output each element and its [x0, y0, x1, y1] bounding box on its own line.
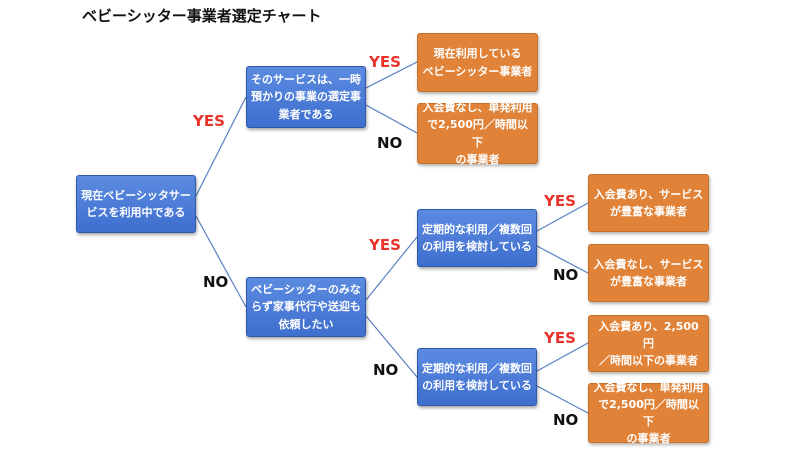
result-current-provider: 現在利用している ベビーシッター事業者: [417, 33, 538, 92]
question-babysitter-only-text: ベビーシッターのみな らず家事代行や送迎も 依頼したい: [251, 283, 361, 331]
label-no-q2: NO: [373, 361, 399, 379]
label-no-root: NO: [203, 273, 229, 291]
question-current-service: そのサービスは、一時 預かりの事業の選定事 業者である: [246, 66, 366, 128]
result-no-fee-single-2500-b: 入会費なし、単発利用 で2,500円／時間以下 の事業者: [588, 381, 709, 445]
connector-q1-to-r1: [365, 61, 418, 89]
result-current-provider-text: 現在利用している ベビーシッター事業者: [422, 47, 533, 78]
chart-title: ベビーシッター事業者選定チャート: [82, 7, 322, 25]
label-no-q4: NO: [553, 411, 579, 429]
connector-root-to-q2: [195, 215, 247, 308]
question-current-service-text: そのサービスは、一時 預かりの事業の選定事 業者である: [251, 73, 361, 121]
label-no-q3: NO: [553, 266, 579, 284]
label-yes-q4: YES: [544, 329, 576, 347]
result-fee-2500-per-hour: 入会費あり、2,500円 ／時間以下の事業者: [588, 315, 709, 372]
question-root: 現在ベビーシッタサー ビスを利用中である: [76, 175, 196, 233]
label-yes-q3: YES: [544, 192, 576, 210]
connector-q3-to-r4: [536, 245, 589, 274]
result-fee-rich-services-text: 入会費あり、サービス が豊富な事業者: [593, 187, 704, 218]
result-fee-rich-services: 入会費あり、サービス が豊富な事業者: [588, 174, 709, 232]
connector-root-to-q1: [195, 96, 247, 197]
question-regular-use-yes-branch: 定期的な利用／複数回 の利用を検討している: [417, 209, 537, 267]
question-regular-use-no-branch-text: 定期的な利用／複数回 の利用を検討している: [422, 361, 532, 392]
result-no-fee-rich-services-text: 入会費なし、サービス が豊富な事業者: [593, 257, 704, 288]
result-no-fee-rich-services: 入会費なし、サービス が豊富な事業者: [588, 244, 709, 302]
connector-q1-to-r2: [365, 104, 418, 134]
connector-q3-to-r3: [536, 202, 589, 232]
connector-q4-to-r6: [536, 385, 589, 414]
connector-q4-to-r5: [536, 342, 589, 372]
result-no-fee-single-2500-b-text: 入会費なし、単発利用 で2,500円／時間以下 の事業者: [593, 380, 704, 446]
label-yes-q2: YES: [369, 236, 401, 254]
result-no-fee-single-2500: 入会費なし、単発利用 で2,500円／時間以下 の事業者: [417, 101, 538, 166]
question-root-text: 現在ベビーシッタサー ビスを利用中である: [81, 188, 191, 219]
label-yes-root: YES: [193, 112, 225, 130]
question-regular-use-yes-branch-text: 定期的な利用／複数回 の利用を検討している: [422, 222, 532, 253]
question-babysitter-only: ベビーシッターのみな らず家事代行や送迎も 依頼したい: [246, 277, 366, 337]
label-no-q1: NO: [377, 134, 403, 152]
question-regular-use-no-branch: 定期的な利用／複数回 の利用を検討している: [417, 348, 537, 406]
connector-q2-to-q4: [365, 315, 418, 378]
label-yes-q1: YES: [369, 53, 401, 71]
connector-q2-to-q3: [365, 236, 418, 301]
result-no-fee-single-2500-text: 入会費なし、単発利用 で2,500円／時間以下 の事業者: [422, 101, 533, 166]
result-fee-2500-per-hour-text: 入会費あり、2,500円 ／時間以下の事業者: [598, 319, 699, 368]
